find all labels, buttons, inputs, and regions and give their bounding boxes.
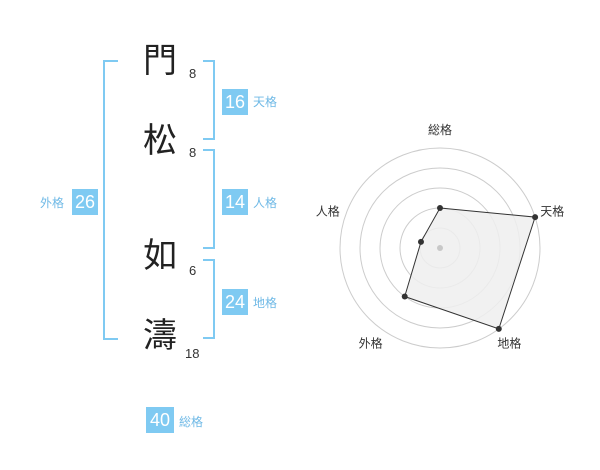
radar-series-polygon (404, 207, 536, 330)
radar-grid-ring (339, 147, 541, 349)
name-char-3: 如 (143, 236, 177, 276)
radar-point-4 (401, 293, 408, 300)
radar-center-dot (437, 245, 443, 251)
name-char-2: 松 (143, 121, 177, 161)
stroke-count-3: 6 (189, 263, 197, 278)
tenkaku-bracket (203, 60, 215, 140)
gaikaku-label: 外格 (40, 196, 65, 210)
stroke-count-2: 8 (189, 145, 197, 160)
tenkaku-label: 天格 (253, 95, 278, 109)
name-char-1: 門 (143, 41, 177, 81)
jinkaku-bracket (203, 149, 215, 249)
gaikaku-value: 26 (72, 189, 98, 215)
radar-axis-label-5: 人格 (316, 204, 340, 219)
name-char-4: 濤 (143, 316, 177, 356)
radar-point-2 (532, 214, 539, 221)
radar-axis-label-4: 外格 (359, 336, 383, 351)
jinkaku-label: 人格 (253, 196, 278, 210)
soukaku-value: 40 (146, 407, 174, 433)
radar-axis-label-2: 天格 (540, 204, 564, 219)
radar-point-5 (417, 238, 424, 245)
tenkaku-value: 16 (222, 89, 248, 115)
gaikaku-bracket (103, 60, 118, 340)
jinkaku-value: 14 (222, 189, 248, 215)
chikaku-value: 24 (222, 289, 248, 315)
stroke-count-1: 8 (189, 66, 197, 81)
radar-point-3 (495, 325, 502, 332)
soukaku-label: 総格 (179, 415, 204, 429)
stroke-count-4: 18 (185, 346, 200, 361)
radar-axis-label-1: 総格 (428, 122, 452, 137)
radar-axis-label-3: 地格 (497, 336, 521, 351)
chikaku-bracket (203, 259, 215, 339)
chikaku-label: 地格 (253, 296, 278, 310)
radar-point-1 (437, 205, 443, 211)
